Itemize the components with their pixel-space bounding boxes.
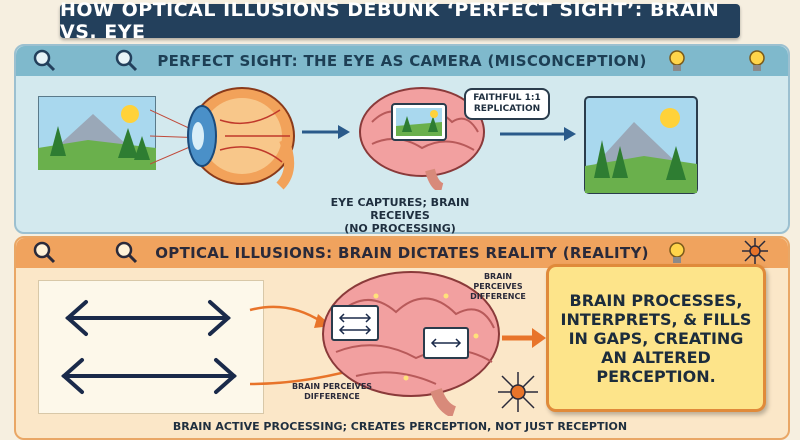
magnifier-icon <box>33 49 56 72</box>
lightbulb-icon <box>669 50 685 71</box>
illusion-arrows <box>60 300 238 394</box>
page-title: HOW OPTICAL ILLUSIONS DEBUNK ‘PERFECT SI… <box>60 0 740 43</box>
reality-heading: OPTICAL ILLUSIONS: BRAIN DICTATES REALIT… <box>16 238 788 268</box>
conclusion-callout: BRAIN PROCESSES, INTERPRETS, & FILLS IN … <box>546 264 766 412</box>
lightbulb-icon <box>749 50 765 71</box>
orange-arrow <box>502 328 546 348</box>
footer-caption: BRAIN ACTIVE PROCESSING; CREATES PERCEPT… <box>172 420 628 433</box>
neuron-icon <box>742 238 768 264</box>
magnifier-icon <box>33 241 56 264</box>
top-caption: EYE CAPTURES; BRAIN RECEIVES (NO PROCESS… <box>300 196 500 235</box>
brain-illustration <box>359 87 485 190</box>
neuron-icon <box>498 372 538 412</box>
caption-line: EYE CAPTURES; BRAIN RECEIVES <box>330 196 470 222</box>
caption-line: (NO PROCESSING) <box>344 222 456 235</box>
flow-arrow <box>500 127 576 141</box>
brain-label-lower: BRAIN PERCEIVES DIFFERENCE <box>291 382 373 401</box>
magnifier-icon <box>115 49 138 72</box>
replication-bubble: FAITHFUL 1:1 REPLICATION <box>464 88 550 120</box>
muller-lyer-illusion <box>38 280 264 414</box>
output-landscape-image <box>584 96 698 194</box>
magnifier-icon <box>115 241 138 264</box>
brain-label-upper: BRAIN PERCEIVES DIFFERENCE <box>470 272 526 301</box>
misconception-heading: PERFECT SIGHT: THE EYE AS CAMERA (MISCON… <box>16 46 788 76</box>
landscape-image <box>38 96 156 170</box>
eye-illustration <box>187 87 295 190</box>
lightbulb-icon <box>669 242 685 263</box>
flow-arrow <box>302 125 350 139</box>
brain-illustration <box>322 271 500 416</box>
